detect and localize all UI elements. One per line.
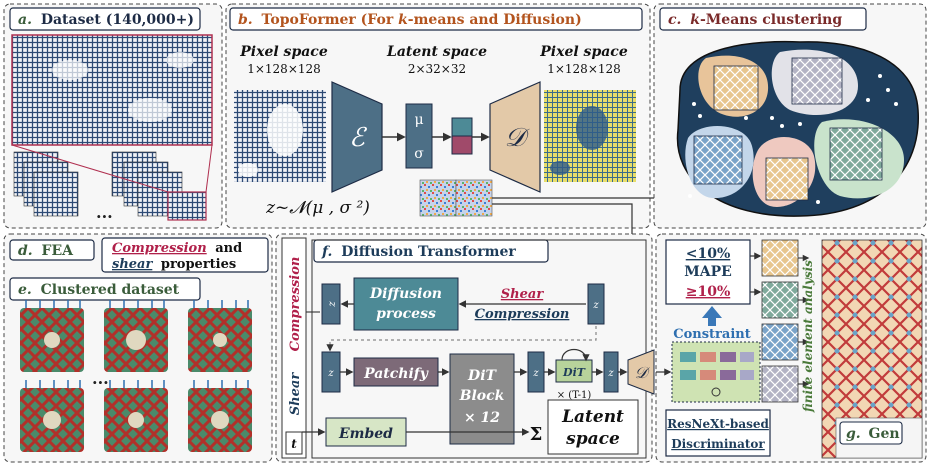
- panel-c-letter: c.: [668, 12, 681, 28]
- decoder-small-symbol: 𝒟: [635, 363, 651, 382]
- compression-condition-label: Compression: [288, 257, 303, 352]
- panel-e-letter: e.: [18, 282, 32, 298]
- dataset-thumbnails: [13, 151, 207, 221]
- zT-box-top: [321, 283, 341, 325]
- panel-b-topoformer: b. TopoFormer (For k-means and Diffusion…: [225, 3, 674, 229]
- svg-text:a. Dataset (140,000+): a. Dataset (140,000+): [18, 12, 194, 28]
- decoder-block: [489, 81, 541, 193]
- mape-lt10: <10%: [686, 246, 731, 262]
- discriminator-region: <10% MAPE ≥10% Constraint ResNeXt-based …: [655, 233, 927, 463]
- discriminator-name-box: [665, 409, 771, 457]
- panel-f-letter: f.: [321, 244, 332, 260]
- diffusion-process-block: [353, 277, 459, 331]
- shear-condition-label: Shear: [288, 372, 303, 416]
- pixel-space-out-label: Pixel space: [539, 44, 628, 60]
- zT-bottom-label: z: [327, 368, 334, 379]
- encoder-symbol: ℰ: [349, 123, 367, 153]
- mape-ge10: ≥10%: [686, 284, 731, 300]
- latent-space-box: [547, 399, 639, 455]
- dit-loop-arrow: [561, 348, 590, 362]
- latent-mu-sigma-box: [405, 103, 433, 169]
- shear-condition-text: Shear: [501, 287, 545, 302]
- noise-latent-image-2: [455, 179, 493, 217]
- diffusion-process-line1: Diffusion: [369, 286, 442, 302]
- patchify-label: Patchify: [363, 366, 429, 382]
- svg-text:f. Diffusion Transformer: f. Diffusion Transformer: [321, 244, 516, 260]
- svg-text:shear properties: shear properties: [112, 257, 236, 272]
- mape-box: [665, 239, 751, 305]
- pixel-dims-in: 1×128×128: [247, 62, 321, 76]
- constraint-label: Constraint: [673, 327, 750, 342]
- fea-vertical-label: finite element analysis: [801, 260, 815, 413]
- latent-space-line2: space: [565, 429, 620, 449]
- z-top-label: z: [592, 300, 599, 311]
- panel-a-dataset: a. Dataset (140,000+) ...: [3, 3, 223, 229]
- panel-d-letter: d.: [18, 243, 33, 259]
- candidate-structures: [761, 239, 799, 403]
- panel-a-title: Dataset (140,000+): [41, 12, 194, 28]
- dit-block-line1: DiT: [467, 368, 497, 384]
- svg-text:c. k-Means clustering: c. k-Means clustering: [668, 12, 842, 28]
- dataset-ellipsis: ...: [96, 203, 113, 222]
- encoder-block: [331, 81, 383, 193]
- panel-g-letter: g.: [846, 426, 861, 442]
- dataset-large-image: [11, 34, 213, 146]
- svg-text:b. TopoFormer (For k-mea: b. TopoFormer (For k-means and Diffusion…: [238, 12, 582, 28]
- panel-d-e-fea: d. FEA Compression and shear properties …: [3, 233, 273, 463]
- constraint-arrow-icon: [702, 306, 722, 326]
- pixel-space-in-label: Pixel space: [239, 44, 328, 60]
- latent-space-line1: Latent: [561, 407, 624, 427]
- sigma-symbol: σ: [414, 146, 424, 162]
- zT-top-label: z: [327, 301, 338, 308]
- dit-small-block: [555, 359, 593, 383]
- condition-column: [281, 237, 307, 459]
- z-bottom-label: z: [607, 368, 614, 379]
- decoder-block-small: [627, 349, 655, 395]
- svg-text:g. Gen: g. Gen: [846, 426, 900, 442]
- embed-label: Embed: [338, 426, 393, 442]
- latent-space-label: Latent space: [386, 44, 487, 60]
- patchify-block: [353, 357, 439, 387]
- panel-a-letter: a.: [18, 12, 32, 28]
- discriminator-name-line1: ResNeXt-based: [667, 417, 769, 431]
- panel-c-kmeans: c. k-Means clustering: [653, 3, 927, 229]
- fea-results-grid: [20, 308, 252, 452]
- svg-text:e. Clustered dataset: e. Clustered dataset: [18, 282, 180, 298]
- dit-block-line3: × 12: [464, 410, 500, 426]
- dit-repeat-label: × (T-1): [557, 390, 592, 401]
- feedback-dashed-arrow: [326, 326, 597, 352]
- svg-text:d. FEA: d. FEA: [18, 243, 74, 259]
- dit-block-line2: Block: [459, 388, 505, 404]
- latent-z-bottom: [451, 135, 473, 155]
- compression-label: Compression: [112, 241, 207, 256]
- timestep-label: t: [291, 437, 297, 451]
- pixel-dims-out: 1×128×128: [547, 62, 621, 76]
- diffusion-process-line2: process: [376, 306, 436, 322]
- dit-small-label: DiT: [562, 366, 586, 379]
- clustered-ellipsis: ...: [92, 369, 109, 388]
- noise-latent-image-1: [419, 179, 457, 217]
- cluster-dots: [688, 74, 898, 204]
- compression-condition-text: Compression: [475, 307, 570, 322]
- dit-block-main: [449, 353, 515, 445]
- z-box-top: [587, 283, 605, 325]
- mu-symbol: μ: [414, 112, 423, 128]
- latent-dims: 2×32×32: [408, 62, 466, 76]
- sum-symbol: Σ: [530, 424, 543, 445]
- panel-b-letter: b.: [238, 12, 253, 28]
- latent-z-top: [451, 117, 473, 137]
- discriminator-name-line2: Discriminator: [671, 437, 765, 451]
- mape-label: MAPE: [684, 264, 732, 280]
- shear-label: shear: [112, 257, 153, 272]
- load-arrows: [25, 300, 249, 388]
- panel-f-diffusion-transformer: f. Diffusion Transformer Compression She…: [275, 233, 655, 463]
- cluster-regions: [685, 49, 904, 207]
- zT1-label: z: [532, 368, 539, 379]
- svg-text:Compression and: Compression and: [112, 241, 242, 256]
- latent-distribution-formula: z~𝓝(μ , σ ²): [265, 198, 370, 218]
